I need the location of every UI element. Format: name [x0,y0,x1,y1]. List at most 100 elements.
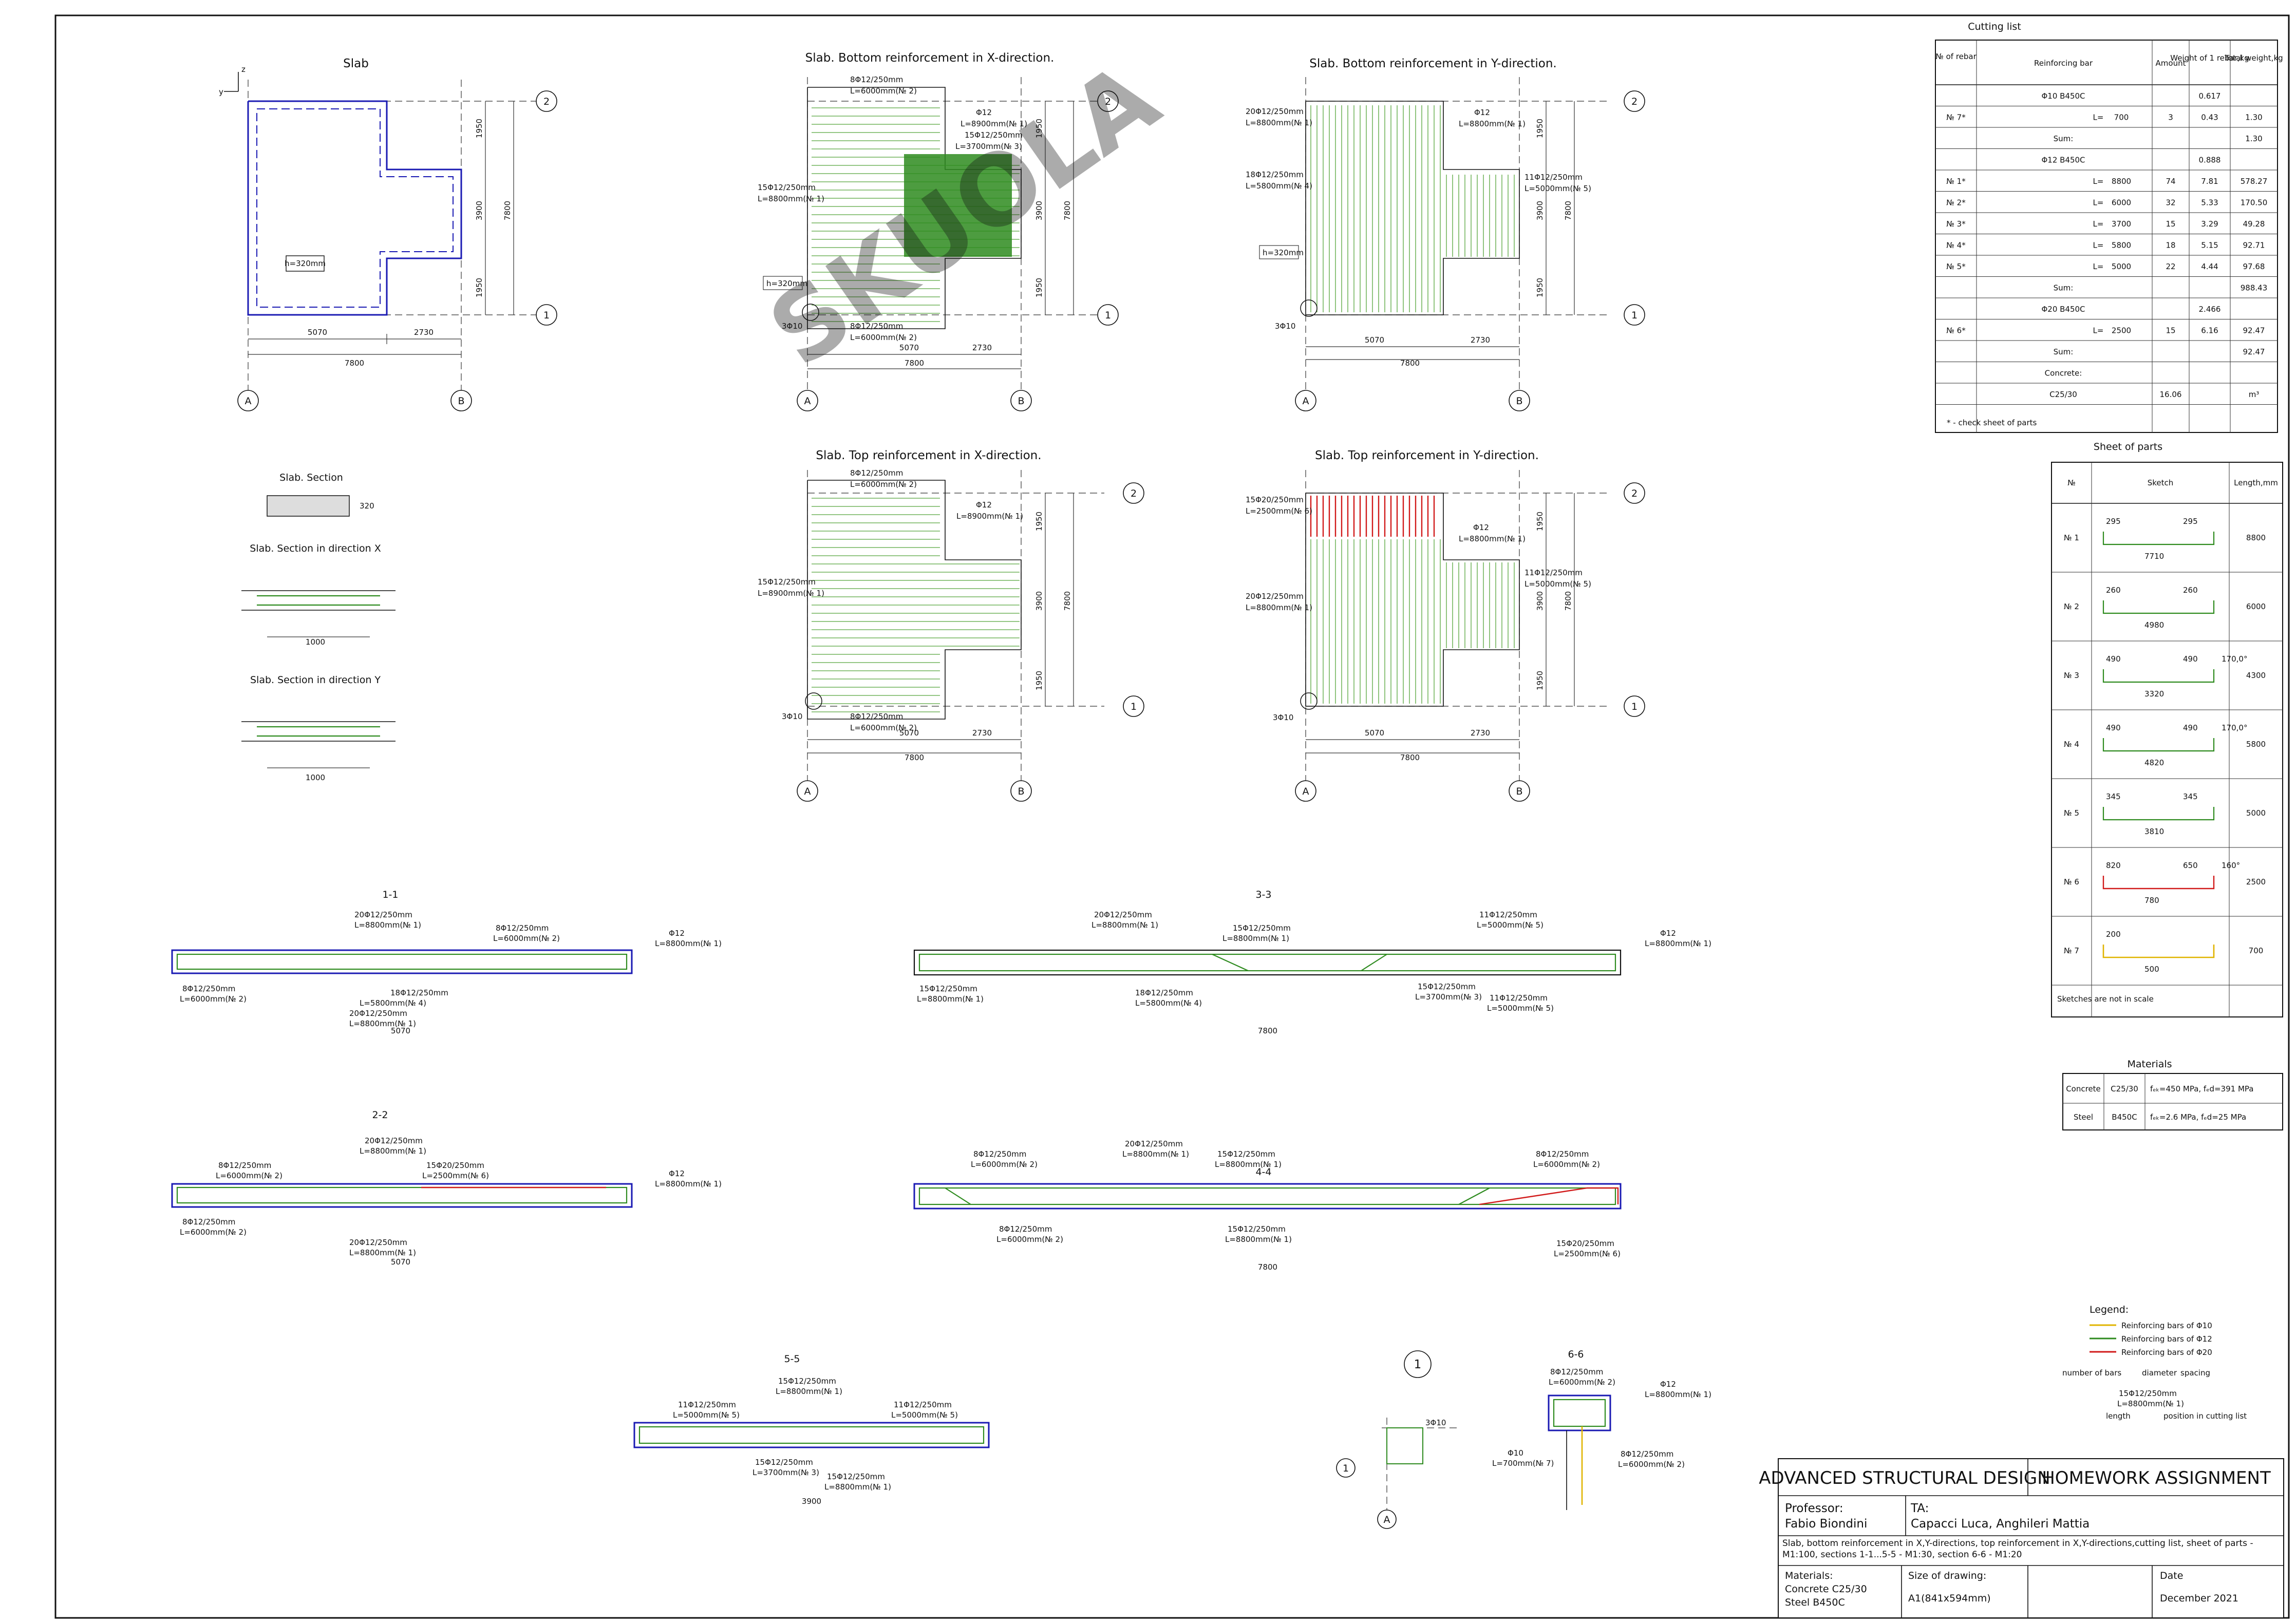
s11-l3: 8Φ12/250mm [496,923,549,933]
cl-h-no: № of rebar [1935,52,1977,61]
cl-h-total: Total weight,kg [2224,53,2283,63]
s44-l6: L=8800mm(№ 1) [1215,1160,1282,1169]
top-x-title: Slab. Top reinforcement in X-direction. [816,449,1041,462]
legend-key-1: number of bars [2062,1368,2121,1378]
sp-bar-sketch [2102,600,2215,614]
s22-l11: 20Φ12/250mm [349,1238,407,1247]
sp-dim: 500 [2144,965,2159,974]
cl-cell: 4.44 [2201,262,2218,271]
svg-text:A: A [804,395,811,407]
s55-l2: L=8800mm(№ 1) [776,1387,842,1396]
s11-length: 5070 [391,1026,410,1035]
by-label-2: L=8800mm(№ 1) [1246,118,1312,127]
ty-label-9: 3Φ10 [1273,713,1293,722]
s33-l12: L=5800mm(№ 4) [1135,998,1202,1008]
s22-l3: 8Φ12/250mm [218,1161,271,1170]
ty-dim-x1: 5070 [1365,728,1384,738]
sp-dim: 490 [2183,723,2198,732]
cl-cell: 49.28 [2243,219,2265,229]
cl-cell: C25/30 [2049,390,2077,399]
ty-dim-x2: 2730 [1471,728,1490,738]
section-5-5-title: 5-5 [784,1353,800,1365]
tx-dim-x-total: 7800 [905,753,924,762]
sp-bar-sketch [2102,945,2215,958]
detail-1: 1 3Φ10 1 A [1336,1350,1459,1529]
sp-bar-sketch [2102,807,2215,821]
bx-dim-x1: 5070 [899,343,919,352]
s44-l14: L=2500mm(№ 6) [1554,1249,1621,1258]
ty-dim-y1: 1950 [1535,512,1545,531]
s44-l11: 15Φ12/250mm [1228,1224,1286,1234]
s22-l12: L=8800mm(№ 1) [349,1248,416,1257]
cl-cell: 16.06 [2160,390,2182,399]
section-4-4: 4-4 8Φ12/250mm L=6000mm(№ 2) 20Φ12/250mm… [913,1139,1622,1272]
bx-dim-y1: 1950 [1034,119,1044,138]
legend-key-2: diameter [2142,1368,2177,1378]
slab-dim-y-total: 7800 [503,201,512,220]
cl-cell: 7.81 [2201,177,2218,186]
sp-dim: 4980 [2144,620,2164,630]
slab-section-title: Slab. Section [279,472,343,483]
ty-label-6: L=8800mm(№ 1) [1246,603,1312,612]
materials-table: Materials Concrete C25/30 fₑₖ=450 MPa, f… [2062,1059,2283,1130]
svg-text:2: 2 [1631,96,1638,107]
cl-cell: 988.43 [2241,284,2268,293]
sp-row-length: 5000 [2246,808,2266,818]
section-1-1: 1-1 20Φ12/250mm L=8800mm(№ 1) 8Φ12/250mm… [171,889,722,1035]
sp-h-sketch: Sketch [2148,478,2174,487]
s44-l12: L=8800mm(№ 1) [1225,1235,1292,1244]
cl-cell: № 6* [1946,326,1966,335]
s55-length: 3900 [802,1497,821,1506]
s33-l9: 15Φ12/250mm [919,984,977,993]
cl-cell: 3 [2168,113,2173,122]
s55-l6: L=5000mm(№ 5) [891,1410,958,1420]
tb-ta-label: TA: [1910,1502,1929,1515]
cl-cell: 2.466 [2199,305,2221,314]
sp-row-no: № 5 [2064,808,2079,818]
s11-l10: L=6000mm(№ 2) [180,994,247,1004]
bx-label-5: 15Φ12/250mm [965,130,1023,140]
ty-dim-y3: 1950 [1535,671,1545,690]
section-x-title: Slab. Section in direction X [250,543,381,554]
tx-dim-y-total: 7800 [1063,591,1072,611]
s22-l4: L=6000mm(№ 2) [216,1171,283,1180]
top-y-bars [1310,496,1515,704]
s66-l8: L=6000mm(№ 2) [1618,1460,1685,1469]
section-6-6: 6-6 8Φ12/250mm L=6000mm(№ 2) Φ12 L=8800m… [1492,1349,1711,1510]
cl-cell: № 7* [1946,113,1966,122]
s55-l1: 15Φ12/250mm [778,1376,836,1386]
svg-text:2: 2 [1631,488,1638,499]
s66-l2: L=6000mm(№ 2) [1549,1378,1615,1387]
sp-row-length: 700 [2249,946,2264,955]
s55-l10: L=8800mm(№ 1) [824,1482,891,1492]
s33-l2: L=8800mm(№ 1) [1091,920,1158,930]
by-label-10: 3Φ10 [1275,322,1295,331]
bx-dim-x2: 2730 [972,343,992,352]
by-dim-y1: 1950 [1535,119,1545,138]
s11-l12: L=8800mm(№ 1) [349,1019,416,1028]
cl-cell: Sum: [2054,347,2074,356]
s11-l4: L=6000mm(№ 2) [493,934,560,943]
s33-l15: 11Φ12/250mm [1490,993,1548,1003]
s55-l7: 15Φ12/250mm [755,1458,813,1467]
sp-dim: 490 [2106,654,2121,664]
tb-professor-label: Professor: [1785,1502,1843,1515]
slab-thickness-label: h=320mm [285,259,326,268]
cl-cell: Φ10 B450C [2041,91,2085,101]
sp-h-no: № [2067,478,2076,487]
legend: Legend: Reinforcing bars of Φ10Reinforci… [2062,1304,2247,1421]
ty-label-1: 15Φ20/250mm [1246,495,1304,504]
ty-label-5: 20Φ12/250mm [1246,592,1304,601]
by-label-3: Φ12 [1474,108,1490,117]
s22-l9: 8Φ12/250mm [182,1217,235,1227]
by-label-7: 11Φ12/250mm [1525,173,1583,182]
cl-cell: № 5* [1946,262,1966,271]
sp-row-length: 6000 [2246,602,2266,611]
bottom-x-title: Slab. Bottom reinforcement in X-directio… [805,51,1055,65]
ty-label-4: L=8800mm(№ 1) [1459,534,1526,543]
cl-cell: m³ [2249,390,2260,399]
svg-text:B: B [1516,395,1522,407]
cl-cell: № 1* [1946,177,1966,186]
s33-l5: Φ12 [1660,929,1676,938]
